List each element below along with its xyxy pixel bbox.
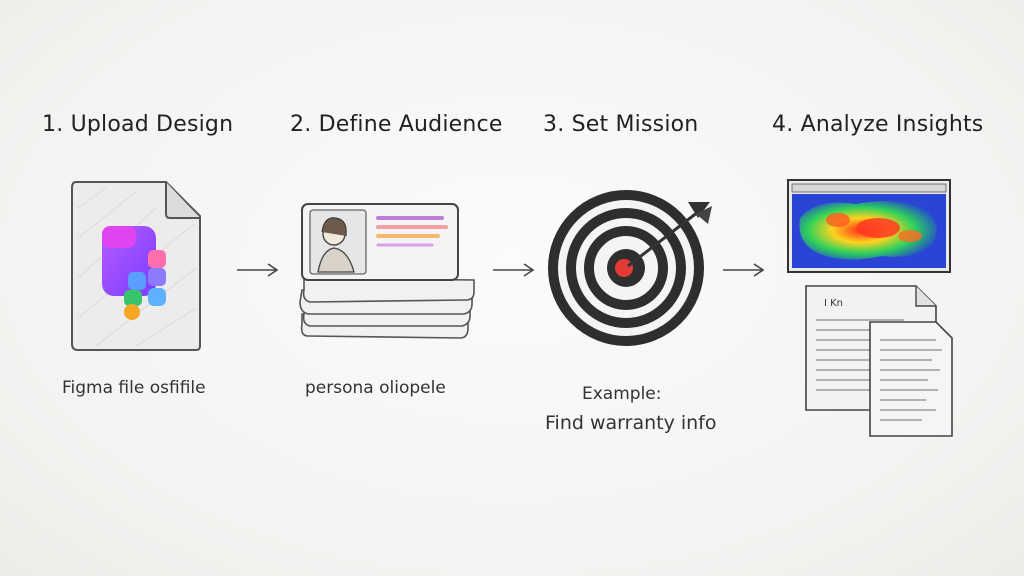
persona-cards-icon bbox=[296, 196, 478, 346]
arrow-right-icon bbox=[237, 263, 279, 277]
heatmap-report-icon: I Kn bbox=[786, 178, 956, 440]
step-2-caption: persona oliopele bbox=[305, 378, 446, 398]
arrow-right-icon bbox=[723, 263, 765, 277]
target-icon bbox=[548, 188, 718, 348]
step-2-title: 2. Define Audience bbox=[290, 112, 503, 137]
step-3-caption-line2: Find warranty info bbox=[545, 412, 717, 434]
step-4-title: 4. Analyze Insights bbox=[772, 112, 984, 137]
arrow-right-icon bbox=[493, 263, 535, 277]
figma-file-icon bbox=[66, 178, 206, 354]
step-1-title: 1. Upload Design bbox=[42, 112, 234, 137]
step-3-title: 3. Set Mission bbox=[543, 112, 699, 137]
svg-text:I Kn: I Kn bbox=[824, 298, 843, 309]
step-1-caption: Figma file osfifile bbox=[62, 378, 206, 398]
step-3-caption-line1: Example: bbox=[582, 384, 662, 404]
